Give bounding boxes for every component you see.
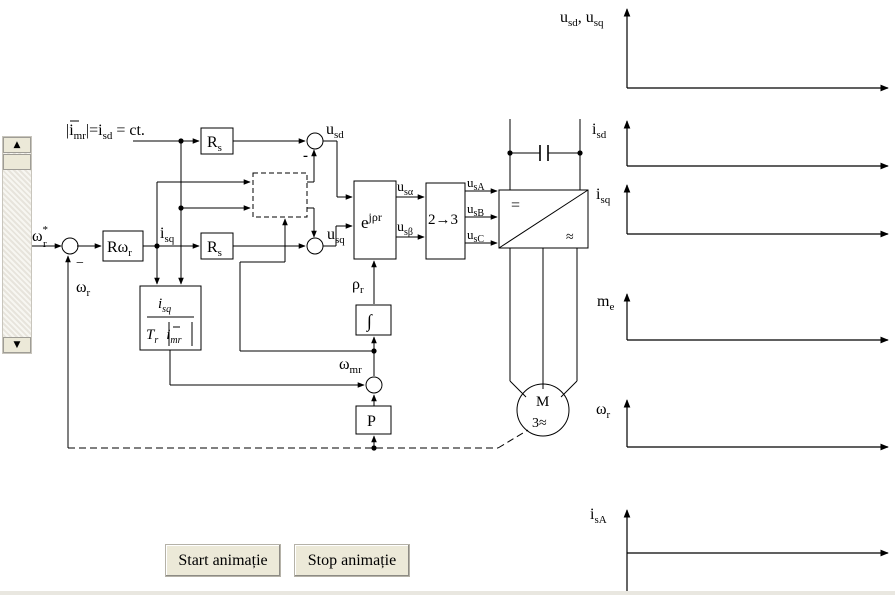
scroll-thumb[interactable] xyxy=(3,154,31,170)
rs-upper-block-label: Rs xyxy=(207,134,222,154)
usbeta-label: usβ xyxy=(397,220,413,238)
usd-label: usd xyxy=(326,121,344,141)
motor-phase-label: 3≈ xyxy=(532,416,547,431)
plot-label: ωr xyxy=(596,401,611,421)
usb-label: usB xyxy=(467,201,484,219)
junction-dots xyxy=(154,138,583,451)
rs-lower-block-label: Rs xyxy=(207,239,222,259)
inverter-dc-symbol: = xyxy=(511,197,520,214)
plot-panel: isq xyxy=(596,184,889,238)
isq-label: isq xyxy=(160,225,175,245)
summer-minus: - xyxy=(303,148,308,164)
plot-panel: isd xyxy=(592,120,889,170)
inverter-ac-symbol: ≈ xyxy=(566,230,574,245)
scroll-down-button[interactable]: ▼ xyxy=(3,337,31,353)
p-block-label: P xyxy=(367,413,376,430)
omega-fb-label: ωr xyxy=(76,279,91,299)
rho-label: ρr xyxy=(352,276,364,296)
omega-mr-label: ωmr xyxy=(339,356,362,376)
integrator-block-label: ∫ xyxy=(366,311,373,332)
bottom-edge xyxy=(0,591,895,595)
plot-panel: me xyxy=(597,293,889,344)
stop-animation-button[interactable]: Stop animație xyxy=(294,544,410,577)
plot-label: isd xyxy=(592,121,607,141)
omega-ref-label: ω*r xyxy=(32,224,48,250)
usq-label: usq xyxy=(327,226,345,246)
imr-label: |imr|=isd = ct. xyxy=(66,122,145,142)
scroll-up-button[interactable]: ▲ xyxy=(3,137,31,153)
usa-label: usA xyxy=(467,175,485,193)
usc-label: usC xyxy=(467,227,484,245)
start-animation-button[interactable]: Start animație xyxy=(165,544,281,577)
plot-panel: usd, usq xyxy=(560,8,889,92)
plot-panel: isA xyxy=(590,506,889,591)
signal-plots: usd, usq isd isq me ωr isA xyxy=(560,8,889,591)
minus-sign: − xyxy=(76,256,84,271)
plot-label: isq xyxy=(596,186,611,206)
rotation-block-label: ejρr xyxy=(361,210,382,232)
usalpha-label: usα xyxy=(397,180,414,198)
conv-block-label: 2→3 xyxy=(428,212,458,228)
vertical-scrollbar[interactable]: ▲ ▼ xyxy=(2,136,32,354)
plot-panel: ωr xyxy=(596,399,889,451)
plot-label: usd, usq xyxy=(560,9,604,29)
romega-block-label: Rωr xyxy=(107,239,132,259)
plot-label: isA xyxy=(590,506,607,526)
motor-label: M xyxy=(536,394,549,410)
plot-label: me xyxy=(597,293,614,313)
fraction-numerator: isq xyxy=(158,296,171,315)
